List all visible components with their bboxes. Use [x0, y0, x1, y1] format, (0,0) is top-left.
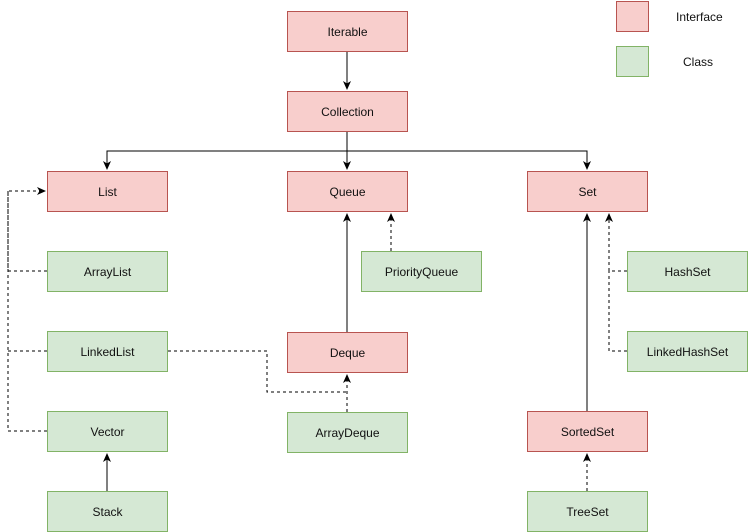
node-label: Set — [578, 184, 597, 199]
node-priorityqueue[interactable]: PriorityQueue — [361, 251, 482, 292]
legend-interface-label: Interface — [676, 10, 723, 24]
node-label: HashSet — [664, 264, 711, 279]
node-label: Stack — [92, 504, 123, 519]
edge-arraylist-to-list — [7, 187, 47, 272]
node-label: ArrayList — [83, 264, 132, 279]
node-label: Collection — [321, 104, 374, 119]
legend-interface-swatch — [616, 1, 649, 32]
node-deque[interactable]: Deque — [287, 332, 408, 373]
node-stack[interactable]: Stack — [47, 491, 168, 532]
node-label: Deque — [329, 345, 366, 360]
node-label: ArrayDeque — [315, 425, 380, 440]
node-queue[interactable]: Queue — [287, 171, 408, 212]
legend-class-swatch — [616, 46, 649, 77]
node-label: Vector — [90, 424, 125, 439]
node-sortedset[interactable]: SortedSet — [527, 411, 648, 452]
node-treeset[interactable]: TreeSet — [527, 491, 648, 532]
node-arraylist[interactable]: ArrayList — [47, 251, 168, 292]
node-label: TreeSet — [566, 504, 609, 519]
node-label: LinkedList — [80, 344, 135, 359]
node-label: Iterable — [327, 24, 368, 39]
legend-class-label: Class — [683, 55, 714, 69]
node-linkedlist[interactable]: LinkedList — [47, 331, 168, 372]
node-label: LinkedHashSet — [646, 344, 729, 359]
node-hashset[interactable]: HashSet — [627, 251, 748, 292]
node-set[interactable]: Set — [527, 171, 648, 212]
edge-vector-to-list — [7, 191, 47, 432]
node-label: Queue — [329, 184, 366, 199]
edge-collection-to-set — [347, 150, 591, 170]
node-vector[interactable]: Vector — [47, 411, 168, 452]
edges — [7, 52, 627, 491]
edge-hashset-to-set — [605, 213, 627, 272]
node-label: SortedSet — [560, 424, 615, 439]
node-label: List — [98, 184, 117, 199]
node-arraydeque[interactable]: ArrayDeque — [287, 412, 408, 453]
edge-linkedhashset-to-set — [608, 271, 627, 352]
node-list[interactable]: List — [47, 171, 168, 212]
edge-linkedlist-to-deque — [168, 350, 347, 393]
node-collection[interactable]: Collection — [287, 91, 408, 132]
node-iterable[interactable]: Iterable — [287, 11, 408, 52]
node-linkedhashset[interactable]: LinkedHashSet — [627, 331, 748, 372]
node-label: PriorityQueue — [384, 264, 459, 279]
edge-collection-to-list — [103, 132, 348, 170]
